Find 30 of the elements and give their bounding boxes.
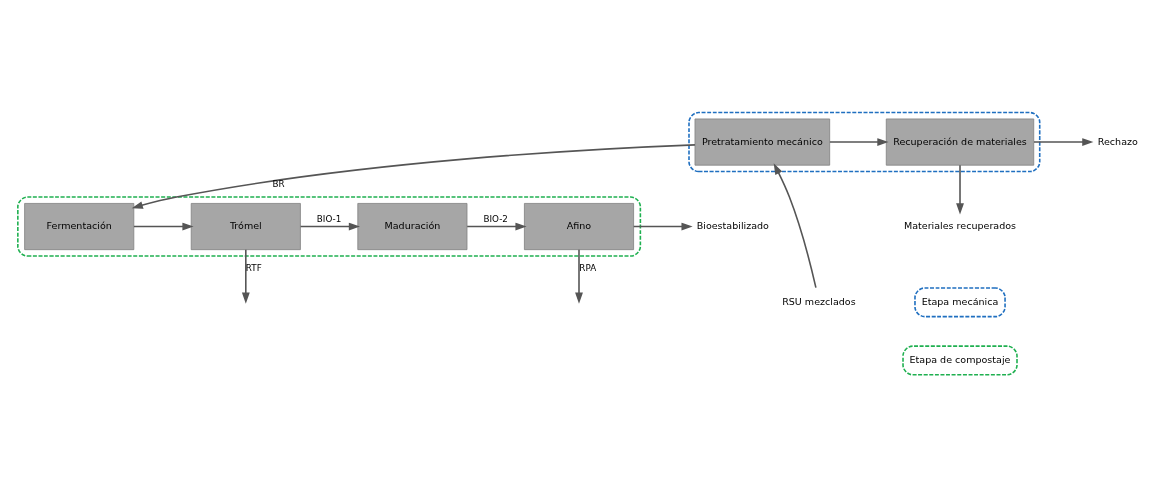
legend-label: Etapa mecánica (921, 295, 999, 307)
cluster (17, 195, 642, 257)
node-box: Recuperación de materiales (885, 118, 1035, 166)
arrow (131, 143, 696, 209)
arrow (829, 137, 889, 146)
arrow (956, 164, 964, 215)
node-text: Bioestabilizado (696, 219, 769, 231)
edge-label: RTF (245, 262, 262, 273)
node-box: Pretratamiento mecánico (694, 118, 831, 166)
edge-label: BIO-2 (483, 213, 508, 224)
arrow (1033, 137, 1094, 146)
edge-label: BIO-1 (316, 213, 342, 224)
edge-label: BR (272, 178, 285, 189)
node-text: Rechazo (1097, 135, 1138, 147)
cluster (688, 111, 1041, 172)
node-text: Materiales recuperados (903, 219, 1017, 231)
node-box: Maduración (357, 202, 468, 250)
arrow (466, 222, 527, 230)
arrow (773, 162, 817, 288)
edge-label: RPA (579, 262, 597, 273)
node-text: RSU mezclados (782, 295, 856, 307)
legend-label: Etapa de compostaje (909, 353, 1011, 365)
node-box: Fermentación (24, 202, 135, 250)
arrow (299, 222, 360, 230)
arrow (575, 248, 583, 304)
arrow (632, 222, 693, 230)
arrow (241, 248, 250, 304)
arrow (133, 222, 194, 230)
node-box: Trómel (190, 202, 301, 250)
node-box: Afino (524, 202, 634, 250)
